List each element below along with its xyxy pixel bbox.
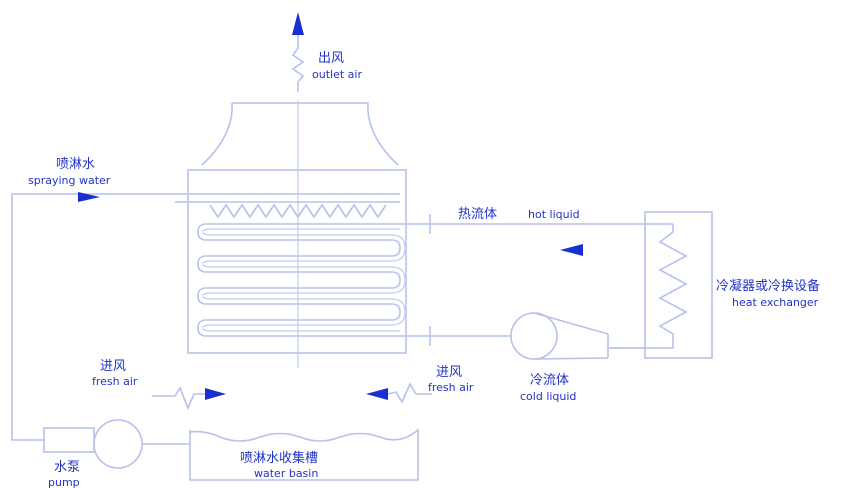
spraying-water-label-en: spraying water [28, 174, 111, 187]
tower-body [187, 169, 407, 354]
cold-liquid-label-zh: 冷流体 [530, 373, 569, 388]
water-basin-label-en: water basin [254, 467, 318, 480]
fresh-air-left-label-en: fresh air [92, 375, 138, 388]
spray-nozzles [209, 203, 387, 219]
fresh-air-left-arrow [152, 386, 226, 411]
outlet-air-label-en: outlet air [312, 68, 362, 81]
fresh-air-left-label-zh: 进风 [100, 359, 126, 374]
pump-label-en: pump [48, 476, 80, 488]
water-pump [93, 419, 143, 469]
cold-liquid-label-en: cold liquid [520, 390, 576, 403]
fresh-air-right-label-zh: 进风 [436, 365, 462, 380]
pump-label-zh: 水泵 [54, 460, 80, 475]
spray-water-pipe [11, 193, 158, 441]
fresh-air-right-arrow [366, 382, 432, 404]
spray-flow-arrow [78, 192, 100, 202]
heat-exchange-coil [197, 223, 430, 337]
fan-shroud [232, 102, 399, 166]
fresh-air-right-label-en: fresh air [428, 381, 474, 394]
water-pump-housing [43, 427, 95, 453]
hot-liquid-label-zh: 热流体 [458, 207, 497, 222]
hot-flow-arrow [560, 244, 583, 256]
hot-liquid-label-en: hot liquid [528, 208, 580, 221]
outlet-air-arrow [291, 12, 305, 92]
water-basin [189, 428, 419, 481]
water-basin-label-zh: 喷淋水收集槽 [240, 450, 318, 466]
outlet-air-label-zh: 出风 [318, 51, 344, 66]
heat-exchanger-coil [611, 224, 688, 349]
heat-exchanger-label-zh: 冷凝器或冷换设备 [716, 278, 820, 294]
heat-exchanger-label-en: heat exchanger [732, 296, 819, 309]
circulation-pump [510, 312, 558, 360]
spraying-water-label-zh: 喷淋水 [56, 157, 95, 172]
heat-exchanger-box [644, 211, 713, 359]
